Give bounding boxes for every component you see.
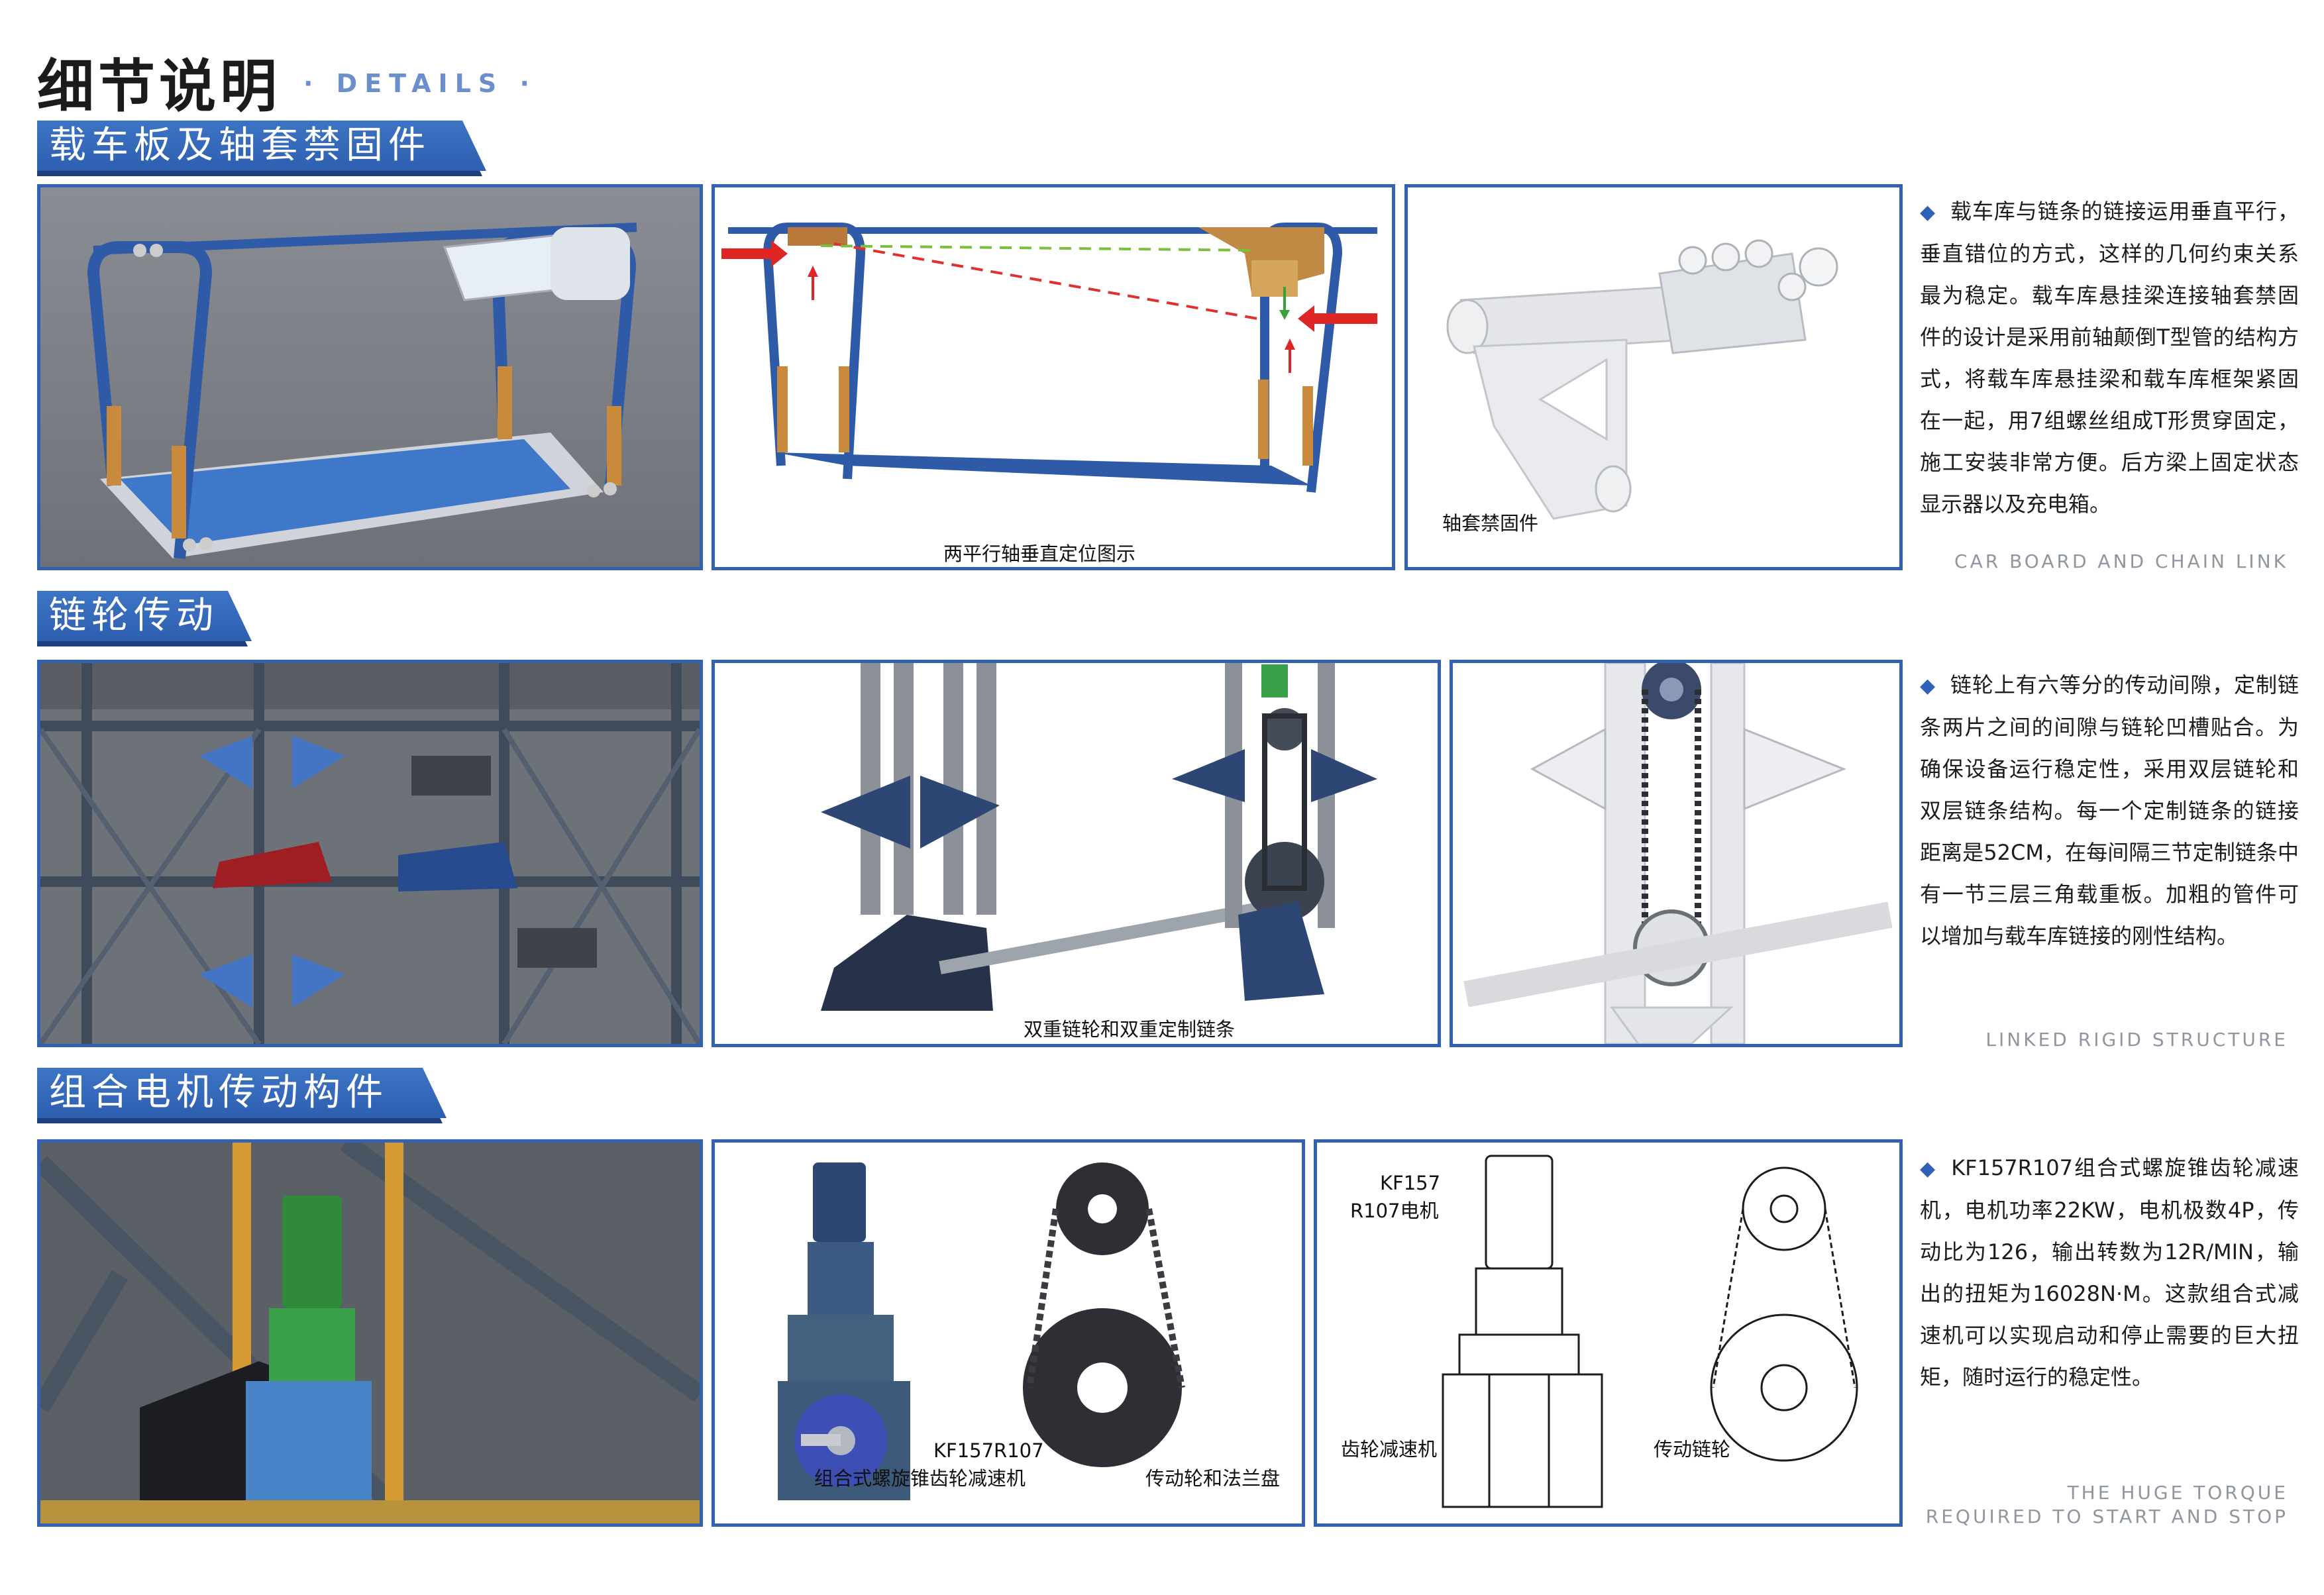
english-motor-line1: THE HUGE TORQUE	[2067, 1482, 2288, 1504]
caption-double-sprocket: 双重链轮和双重定制链条	[1024, 1018, 1236, 1041]
sprocket-closeup-drawing	[1463, 663, 1893, 1044]
description-motor: ◆KF157R107组合式螺旋锥齿轮减速机，电机功率22KW，电机极数4P，传动…	[1920, 1147, 2299, 1398]
parallel-axes-diagram: 两平行轴垂直定位图示	[712, 184, 1395, 570]
caption-drive-sprocket: 传动链轮	[1654, 1438, 1731, 1461]
caption-r107-motor: R107电机	[1350, 1200, 1439, 1222]
caption-sleeve-fastener: 轴套禁固件	[1442, 512, 1539, 535]
section-banner-sprocket: 链轮传动	[37, 591, 252, 641]
description-sprocket-text: 链轮上有六等分的传动间隙，定制链条两片之间的间隙与链轮凹槽贴合。为确保设备运行稳…	[1920, 672, 2299, 949]
reducer-flange-drawing	[778, 1162, 1185, 1500]
tower-render	[37, 660, 703, 1047]
caption-kf157r107: KF157R107	[933, 1439, 1044, 1462]
diamond-bullet-icon: ◆	[1920, 1157, 1937, 1180]
description-motor-text: KF157R107组合式螺旋锥齿轮减速机，电机功率22KW，电机极数4P，传动比…	[1920, 1155, 2299, 1390]
english-sprocket: LINKED RIGID STRUCTURE	[1985, 1029, 2288, 1051]
motor-render-image	[40, 1143, 700, 1523]
section-banner-car-board: 载车板及轴套禁固件	[37, 121, 486, 171]
diamond-bullet-icon: ◆	[1920, 674, 1936, 697]
double-sprocket-drawing	[821, 663, 1377, 1011]
description-car-board-text: 载车库与链条的链接运用垂直平行，垂直错位的方式，这样的几何约束关系最为稳定。载车…	[1920, 199, 2299, 517]
motor-line-drawing	[1442, 1155, 1858, 1508]
page-subtitle: · DETAILS ·	[303, 69, 537, 98]
english-car-board: CAR BOARD AND CHAIN LINK	[1954, 550, 2288, 572]
caption-bevel-gear-reducer: 组合式螺旋锥齿轮减速机	[814, 1467, 1026, 1490]
sprocket-closeup-panel	[1450, 660, 1903, 1047]
tower-render-image	[40, 663, 700, 1044]
parallel-axes-drawing	[721, 223, 1377, 493]
section-banner-motor: 组合电机传动构件	[37, 1068, 447, 1118]
caption-kf157: KF157	[1380, 1172, 1441, 1194]
double-sprocket-panel: 双重链轮和双重定制链条	[712, 660, 1441, 1047]
english-motor-line2: REQUIRED TO START AND STOP	[1925, 1506, 2288, 1527]
caption-drive-wheel-flange: 传动轮和法兰盘	[1145, 1467, 1281, 1490]
reducer-flange-panel: KF157R107 组合式螺旋锥齿轮减速机 传动轮和法兰盘	[712, 1139, 1305, 1527]
description-sprocket: ◆链轮上有六等分的传动间隙，定制链条两片之间的间隙与链轮凹槽贴合。为确保设备运行…	[1920, 664, 2299, 957]
motor-render	[37, 1139, 703, 1527]
diamond-bullet-icon: ◆	[1920, 201, 1936, 224]
sleeve-fastener-drawing	[1446, 239, 1838, 520]
car-board-render	[37, 184, 703, 570]
car-board-render-image	[40, 187, 700, 567]
page-title: 细节说明	[37, 54, 281, 120]
caption-gear-reducer: 齿轮减速机	[1341, 1438, 1438, 1461]
motor-line-drawing-panel: KF157 R107电机 齿轮减速机 传动链轮	[1314, 1139, 1903, 1527]
caption-parallel-axes: 两平行轴垂直定位图示	[943, 542, 1136, 565]
sleeve-fastener-panel: 轴套禁固件	[1404, 184, 1903, 570]
description-car-board: ◆载车库与链条的链接运用垂直平行，垂直错位的方式，这样的几何约束关系最为稳定。载…	[1920, 191, 2299, 525]
